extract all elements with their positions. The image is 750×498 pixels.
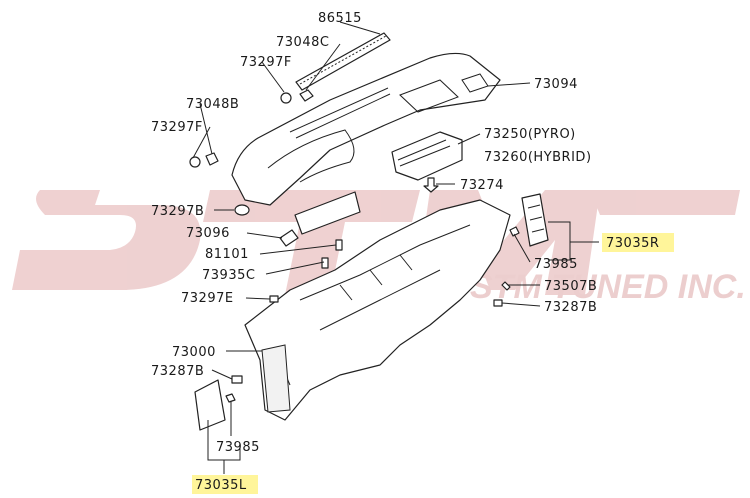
- grille-73096: [279, 229, 299, 247]
- label-73048c: 73048C: [276, 35, 329, 50]
- label-73260: 73260(HYBRID): [484, 150, 592, 165]
- clip-73297e: [269, 295, 279, 303]
- label-73985-right: 73985: [534, 257, 578, 272]
- label-73297f-top: 73297F: [240, 55, 292, 70]
- screw-73287b-left: [231, 375, 243, 384]
- clip-73048b: [205, 152, 219, 166]
- label-73297b: 73297B: [151, 204, 204, 219]
- label-73985-left: 73985: [216, 440, 260, 455]
- clip-73985-right: [509, 226, 520, 237]
- vent-upper: [294, 191, 361, 235]
- label-73035r: 73035R: [606, 236, 659, 251]
- watermark-tagline: STM TUNED INC.: [470, 268, 746, 306]
- connector-81101: [335, 239, 343, 251]
- label-73096: 73096: [186, 226, 230, 241]
- side-cover-right: [521, 193, 549, 247]
- label-86515: 86515: [318, 11, 362, 26]
- clip-73935c: [321, 257, 329, 269]
- clip-73297f-left: [189, 156, 201, 168]
- label-73297f-left: 73297F: [151, 120, 203, 135]
- label-73094: 73094: [534, 77, 578, 92]
- label-73287b-left: 73287B: [151, 364, 204, 379]
- label-73000: 73000: [172, 345, 216, 360]
- label-81101: 81101: [205, 247, 249, 262]
- highlight-73035l: [192, 475, 258, 494]
- defroster-garnish-strip: [295, 32, 391, 91]
- passenger-airbag: [391, 131, 463, 181]
- stm-watermark: STM TUNED INC.: [12, 190, 746, 306]
- leader-lines: [192, 21, 599, 474]
- label-73035l: 73035L: [195, 478, 247, 493]
- clip-73297b: [234, 204, 250, 216]
- label-73048b: 73048B: [186, 97, 239, 112]
- upper-dash-pad: [231, 52, 501, 206]
- side-cover-left: [194, 379, 226, 431]
- clip-73985-left: [225, 393, 236, 403]
- label-73507b: 73507B: [544, 279, 597, 294]
- label-73250: 73250(PYRO): [484, 127, 576, 142]
- clip-73297f-top: [280, 92, 292, 104]
- bolt-73274: [423, 177, 439, 193]
- label-73287b-right: 73287B: [544, 300, 597, 315]
- label-73935c: 73935C: [202, 268, 255, 283]
- screw-73287b-right: [493, 299, 503, 307]
- highlight-73035r: [602, 233, 674, 252]
- label-73297e: 73297E: [181, 291, 234, 306]
- instrument-panel-main: [244, 199, 511, 421]
- label-73274: 73274: [460, 178, 504, 193]
- callout-labels: 86515 73048C 73297F 73094 73048B 73297F …: [151, 11, 674, 494]
- clip-73048c: [299, 89, 314, 102]
